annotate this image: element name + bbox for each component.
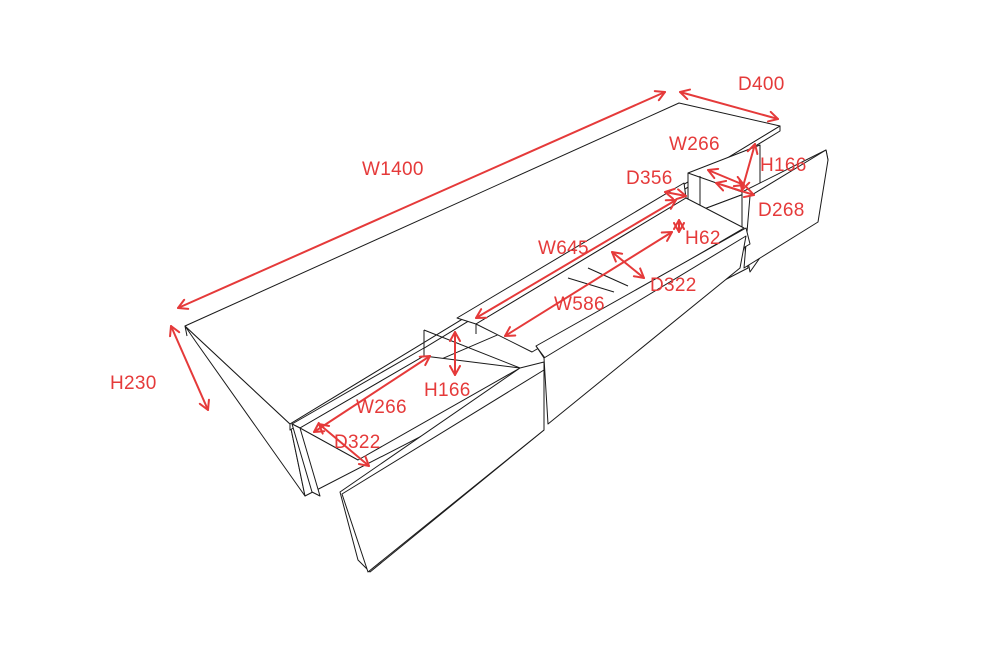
center-drawer-cutout — [535, 345, 545, 359]
arrow-center-drawer-width — [504, 231, 673, 337]
label-left-drawer-width: W266 — [356, 397, 407, 418]
label-right-drawer-height: H166 — [760, 155, 807, 176]
label-left-drawer-depth: D322 — [334, 432, 381, 453]
label-center-drawer-width: W586 — [554, 294, 605, 315]
arrow-left-drawer-depth — [318, 423, 370, 467]
dimension-labels: W1400 D400 H230 W266 H166 D268 D356 W645… — [110, 74, 807, 453]
label-overall-depth: D400 — [738, 74, 785, 95]
label-center-width: W645 — [538, 238, 589, 259]
left-drawer-side — [291, 423, 321, 497]
arrow-overall-width — [177, 90, 666, 310]
label-overall-height: H230 — [110, 373, 157, 394]
right-drawer-front-face — [743, 149, 829, 269]
dimension-arrows — [169, 88, 779, 467]
arrow-right-drawer-depth — [715, 179, 755, 199]
label-right-drawer-depth: D268 — [758, 200, 805, 221]
label-left-drawer-height: H166 — [424, 380, 471, 401]
label-center-height: H62 — [685, 228, 721, 249]
label-right-drawer-width: W266 — [669, 134, 720, 155]
arrow-center-inner-depth — [664, 187, 687, 201]
arrow-overall-depth — [679, 88, 779, 123]
arrow-left-drawer-width — [313, 355, 431, 433]
label-overall-width: W1400 — [362, 159, 424, 180]
label-center-drawer-depth: D322 — [650, 275, 697, 296]
left-drawer-front-face — [341, 369, 545, 573]
left-drawer-side-top — [423, 329, 521, 369]
label-center-inner-depth: D356 — [626, 168, 673, 189]
arrow-overall-height — [169, 325, 210, 411]
arrow-center-drawer-depth — [611, 251, 645, 279]
